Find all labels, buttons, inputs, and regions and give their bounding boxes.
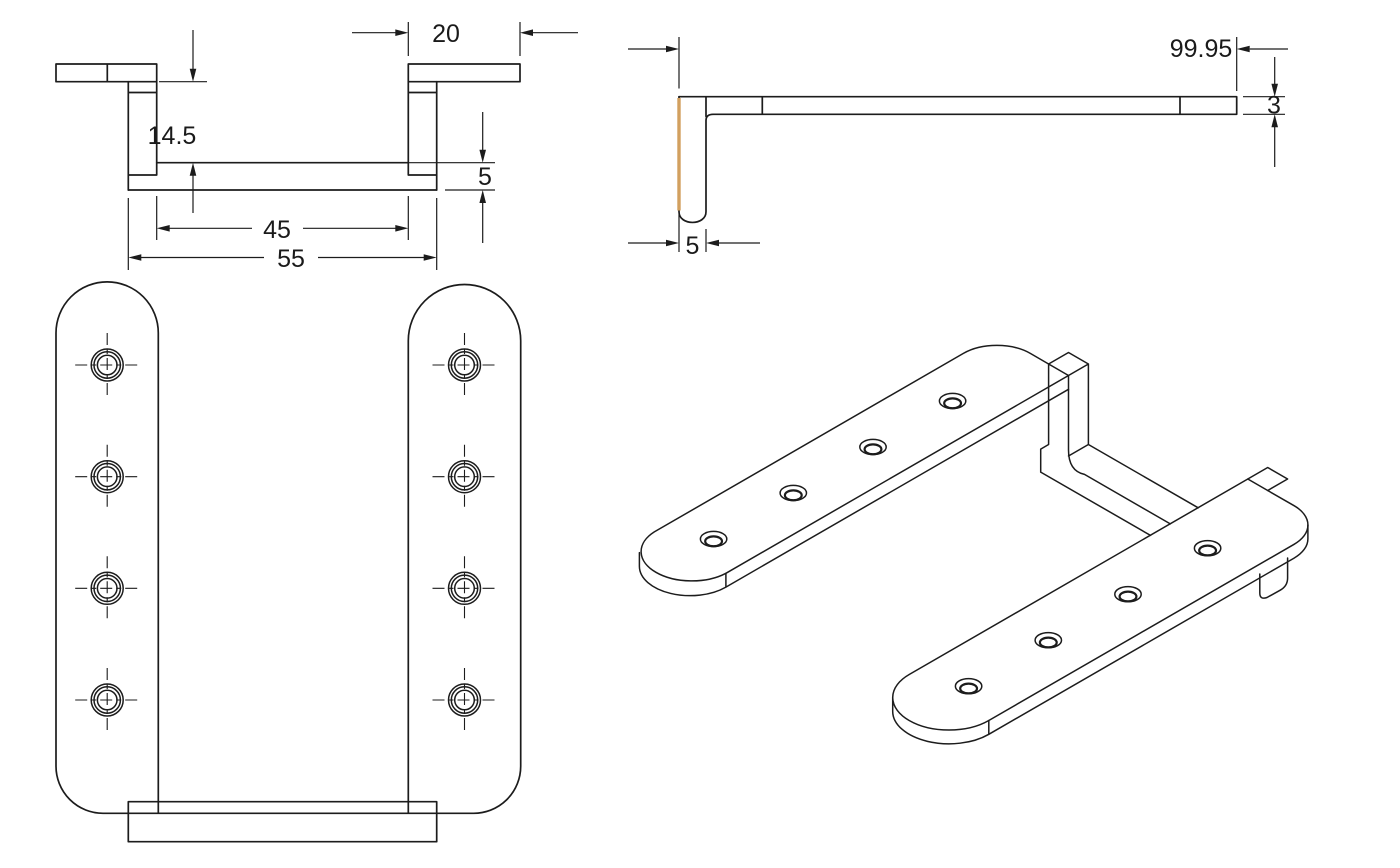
dim-label-drop-height: 14.5 [148,122,197,150]
iso-near-plate-thickness [891,524,1309,745]
countersunk-hole [432,668,497,732]
plan-view [55,281,522,843]
isometric-view [638,344,1309,745]
iso-holes-near-plate [954,539,1222,695]
dim-label-outer-span: 55 [277,245,305,273]
iso-far-plate [640,344,1070,582]
front-dim-inner-span: 45 [156,196,409,244]
countersunk-hole [432,333,497,397]
countersunk-hole [75,333,140,397]
countersunk-hole [699,530,728,548]
iso-near-wall-tab [1259,557,1289,599]
countersunk-hole [75,556,140,621]
countersunk-hole [954,677,983,695]
dim-label-plate-thickness: 3 [1267,92,1281,120]
iso-far-plate-thickness [638,388,1070,597]
countersunk-hole [1114,585,1142,603]
side-view: 99.95 3 5 [628,35,1288,260]
dim-label-web-thickness: 5 [478,163,492,191]
countersunk-hole [779,484,808,502]
front-right-wall [407,80,438,191]
front-right-flange [407,63,521,83]
dim-label-inner-span: 45 [263,216,291,244]
front-dim-web-thickness: 5 [408,112,495,243]
front-bottom-web [127,161,438,191]
plan-holes-left-plate [75,333,140,732]
front-dim-drop-height: 14.5 [148,30,207,213]
side-dim-plate-thickness: 3 [1243,57,1285,167]
side-dim-leg-width: 5 [628,214,760,260]
side-dim-overall-length: 99.95 [628,35,1288,91]
countersunk-hole [859,438,887,456]
countersunk-hole [75,444,140,509]
front-left-flange [55,63,158,83]
front-view: 20 14.5 45 55 5 [55,20,578,273]
plan-holes-right-plate [432,333,497,732]
dim-label-flange-length: 20 [432,20,460,48]
countersunk-hole [1034,631,1063,649]
countersunk-hole [75,668,140,732]
countersunk-hole [432,556,497,621]
dim-label-leg-width: 5 [686,232,700,260]
side-plate-arm [678,95,1238,118]
plan-crossbar [127,800,438,843]
iso-near-wall-top [1247,466,1289,492]
iso-near-plate [891,478,1309,731]
countersunk-hole [1193,539,1222,557]
front-dim-flange-length: 20 [352,20,578,56]
dim-label-overall-length: 99.95 [1170,35,1233,63]
iso-holes-far-plate [699,392,967,548]
iso-wall-and-web [1039,351,1199,537]
side-leg [678,95,714,224]
countersunk-hole [938,392,967,410]
plan-outline [55,281,522,815]
countersunk-hole [432,444,497,509]
front-left-wall [127,80,158,191]
front-dim-outer-span: 55 [127,198,438,273]
